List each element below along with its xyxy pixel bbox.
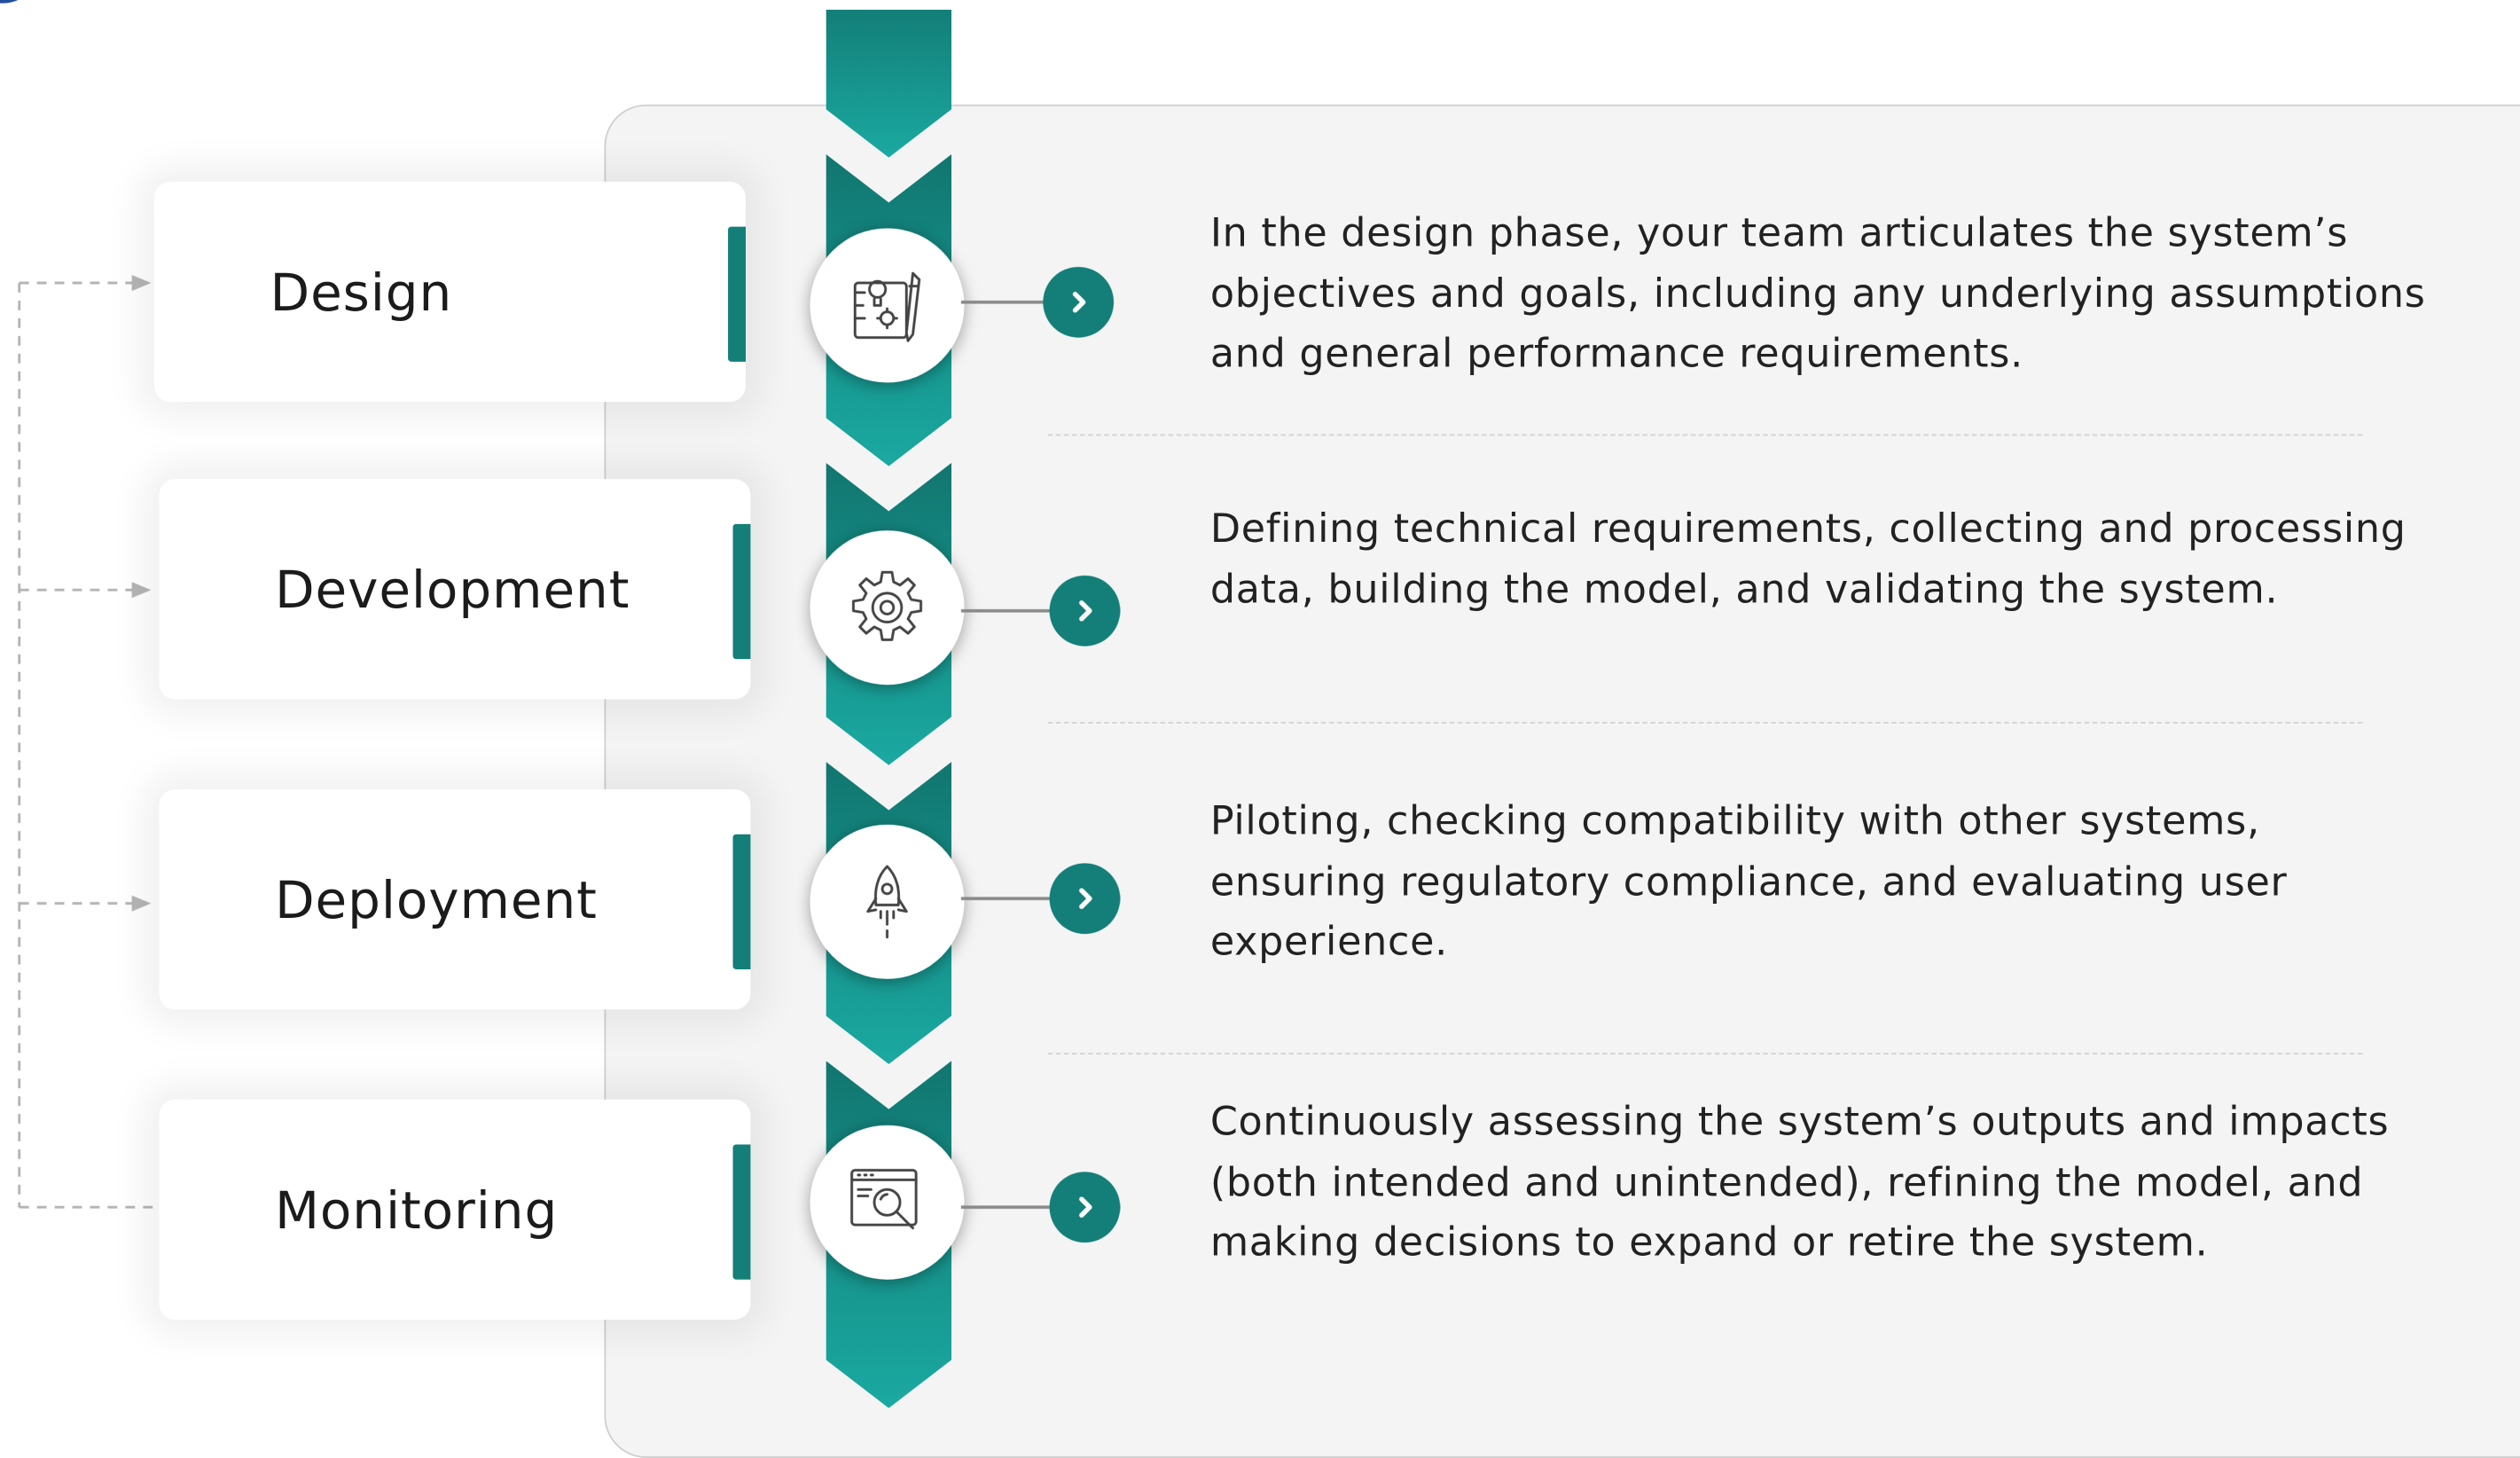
magnifier-browser-icon [810,1125,965,1280]
stage-description: Piloting, checking compatibility with ot… [1210,791,2432,972]
stage-label: Design [270,182,453,402]
stage-card-deployment: Deployment [159,789,750,1009]
card-tab [733,835,751,969]
divider [1048,722,2363,724]
card-tab [728,227,746,362]
stage-card-monitoring: Monitoring [159,1100,750,1320]
feedback-loop-connector [0,0,176,1408]
blueprint-pencil-icon [810,228,965,382]
card-tab [733,1145,751,1280]
stage-label: Deployment [275,789,598,1009]
card-tab [733,524,751,659]
stage-label: Monitoring [275,1100,558,1320]
chevron-right-icon [1050,863,1121,934]
connector-line [961,609,1058,613]
connector-line [961,1205,1058,1209]
rocket-icon [810,825,965,979]
chevron-right-icon [1050,576,1121,647]
chevron-right-icon [1043,267,1114,338]
chevron-right-icon [1050,1172,1121,1242]
lifecycle-diagram: Design Development Deployment Monitoring [0,0,2520,1408]
connector-line [961,897,1058,900]
gear-icon [810,530,965,685]
stage-card-design: Design [154,182,746,402]
stage-label: Development [275,479,630,699]
stage-description: Continuously assessing the system’s outp… [1210,1092,2432,1273]
stage-description: In the design phase, your team articulat… [1210,202,2432,383]
stage-description: Defining technical requirements, collect… [1210,498,2432,619]
divider [1048,1053,2363,1054]
stage-card-development: Development [159,479,750,699]
divider [1048,434,2363,435]
